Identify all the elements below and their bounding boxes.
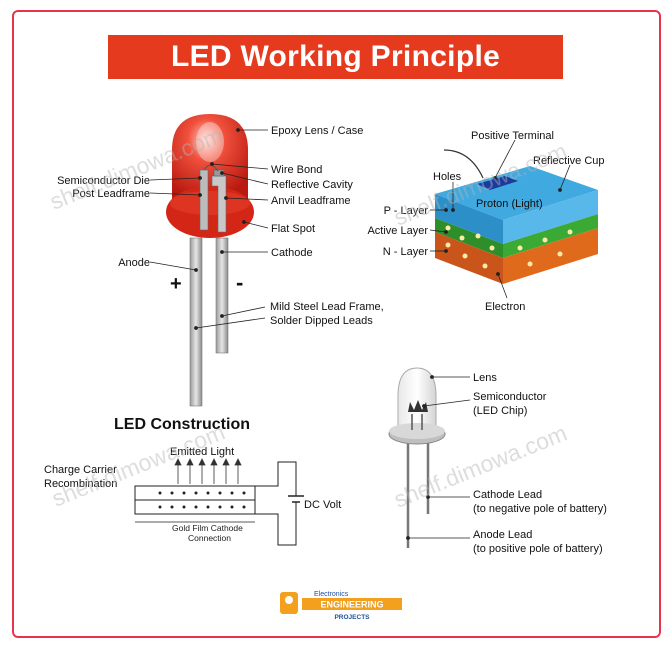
label-emitted-light: Emitted Light [170,446,234,458]
diagram-frame [12,10,661,638]
label-anode: Anode [118,257,150,269]
led-chip [408,400,428,412]
logo-bottom: PROJECTS [334,614,370,621]
logo-banner [302,598,402,610]
label-positive-terminal: Positive Terminal [471,130,554,142]
label-epoxy: Epoxy Lens / Case [271,125,363,137]
label-cathode-note: (to negative pole of battery) [473,503,607,515]
label-semiconductor-die: Semiconductor Die [57,175,150,187]
label-flat-spot: Flat Spot [271,223,315,235]
label-cathode: Cathode [271,247,313,259]
label-steel-1: Mild Steel Lead Frame, [270,301,384,313]
bulb-led-illustration [388,367,446,548]
label-p-layer: P - Layer [384,205,429,217]
logo: Electronics ENGINEERING PROJECTS [280,591,402,621]
label-charge-1: Charge Carrier [44,464,117,476]
label-plus: + [170,273,182,295]
bulb-labels: Lens Semiconductor (LED Chip) Cathode Le… [473,372,607,555]
label-electron: Electron [485,301,525,313]
bulb-lens [397,367,437,431]
cathode-leg [215,237,229,354]
led-leaders [149,128,269,330]
label-semiconductor: Semiconductor [473,391,547,403]
label-steel-2: Solder Dipped Leads [270,315,373,327]
n-layer [435,232,503,284]
label-holes: Holes [433,171,462,183]
label-cathode-lead: Cathode Lead [473,489,542,501]
label-minus: - [236,270,243,295]
label-n-layer: N - Layer [383,246,429,258]
construction-heading: LED Construction [114,416,250,433]
label-anode-lead: Anode Lead [473,529,532,541]
construction-diagram: LED Construction Emitted Light Charge Ca… [44,416,341,546]
label-cathode-1: Gold Film Cathode [172,523,243,533]
layer-leaders [429,139,571,299]
terminal-wire [443,149,484,179]
label-led-chip: (LED Chip) [473,405,527,417]
led-labels: Epoxy Lens / Case Wire Bond Reflective C… [57,125,384,327]
semiconductor-layers [435,149,598,284]
label-reflective-cavity: Reflective Cavity [271,179,353,191]
title-banner [108,35,563,79]
label-wire-bond: Wire Bond [271,164,322,176]
label-dc-volt: DC Volt [304,499,341,511]
logo-top: Electronics [314,591,349,598]
active-layer [435,218,503,258]
label-active-layer: Active Layer [367,225,428,237]
bulb-leaders [406,375,471,540]
anvil-leadframe [211,175,227,233]
label-charge-2: Recombination [44,478,117,490]
wire-bond [203,164,219,172]
label-post-leadframe: Post Leadframe [72,188,150,200]
anode-leg [189,237,203,407]
label-lens: Lens [473,372,497,384]
page-title: LED Working Principle [170,40,501,73]
reflective-cavity [213,169,225,177]
positive-terminal-pad [477,176,518,190]
layer-labels: Positive Terminal Reflective Cup Holes P… [367,130,604,313]
label-cathode-2: Connection [188,533,231,543]
label-anode-note: (to positive pole of battery) [473,543,603,555]
logo-main: ENGINEERING [320,600,383,610]
label-proton: Proton (Light) [476,198,543,210]
p-layer-top [435,166,598,220]
label-anvil: Anvil Leadframe [271,195,351,207]
label-reflective-cup: Reflective Cup [533,155,605,167]
